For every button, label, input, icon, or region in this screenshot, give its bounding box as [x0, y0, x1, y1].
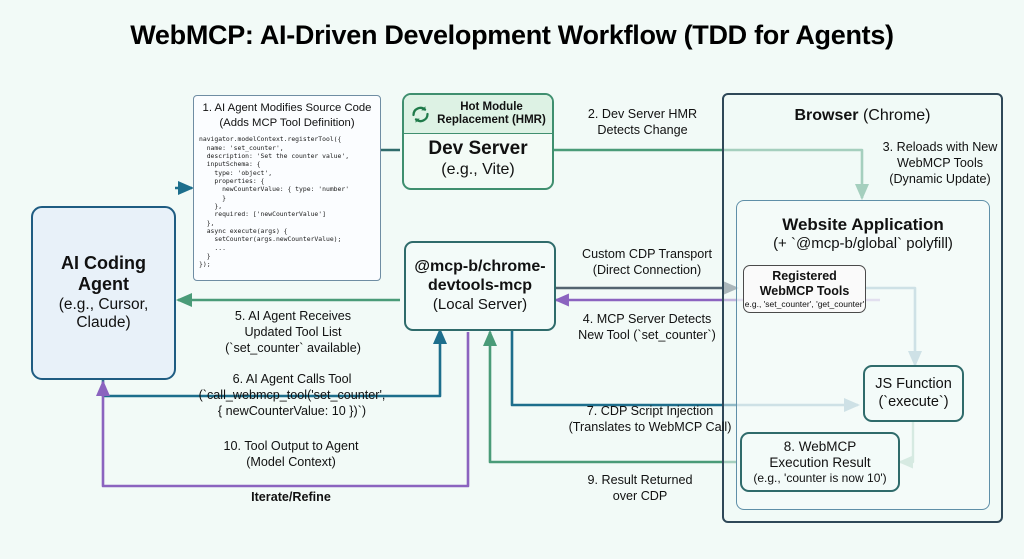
edge-cdp-line2: (Direct Connection): [592, 263, 702, 278]
edge-label-7: 7. CDP Script Injection (Translates to W…: [548, 403, 752, 435]
js-function-line2: (`execute`): [878, 393, 949, 410]
webmcp-execution-result-box: 8. WebMCP Execution Result (e.g., 'count…: [740, 432, 900, 492]
hmr-header: Hot Module Replacement (HMR): [404, 95, 552, 134]
exec-result-line1: 8. WebMCP: [783, 438, 857, 454]
edge-cdp-line1: Custom CDP Transport: [582, 247, 712, 261]
edge-label-3: 3. Reloads with New WebMCP Tools (Dynami…: [860, 139, 1020, 187]
code-card-header: 1. AI Agent Modifies Source Code (Adds M…: [194, 96, 380, 133]
edge-label-10: 10. Tool Output to Agent (Model Context): [180, 438, 402, 470]
edge-3-line1: 3. Reloads with New: [882, 140, 998, 154]
dev-server-box: Hot Module Replacement (HMR) Dev Server …: [402, 93, 554, 190]
edge-label-6: 6. AI Agent Calls Tool (`call_webmcp_too…: [176, 371, 408, 419]
dev-server-title: Dev Server: [428, 137, 528, 159]
mcp-server-line3: (Local Server): [432, 295, 528, 313]
edge-9-line2: over CDP: [612, 489, 668, 504]
code-card-heading: 1. AI Agent Modifies Source Code: [202, 102, 372, 114]
registered-webmcp-tools-box: Registered WebMCP Tools e.g., 'set_count…: [743, 265, 866, 313]
hmr-label-line2: Replacement (HMR): [437, 114, 546, 126]
agent-title-line2: Agent: [78, 274, 129, 295]
edge-label-cdp: Custom CDP Transport (Direct Connection): [556, 246, 738, 278]
dev-server-text: Dev Server (e.g., Vite): [428, 138, 527, 180]
hmr-label: Hot Module Replacement (HMR): [437, 101, 546, 127]
edge-label-9: 9. Result Returned over CDP: [560, 472, 720, 504]
edge-5-line3: (`set_counter` available): [225, 341, 361, 356]
dev-server-subtitle: (e.g., Vite): [441, 161, 515, 179]
edge-5-line2: Updated Tool List: [244, 325, 342, 340]
code-card-subheading: (Adds MCP Tool Definition): [219, 116, 355, 129]
exec-result-line2: Execution Result: [769, 454, 871, 470]
mcp-server-line1: @mcp-b/chrome-: [414, 258, 546, 276]
code-snippet: navigator.modelContext.registerTool({ na…: [199, 135, 350, 269]
agent-subtitle-line1: (e.g., Cursor,: [58, 295, 149, 313]
browser-group-title: Browser (Chrome): [724, 107, 1001, 125]
hmr-label-line1: Hot Module: [460, 100, 523, 113]
refresh-icon: [412, 105, 429, 123]
js-function-line1: JS Function: [875, 376, 952, 393]
edge-9-line1: 9. Result Returned: [587, 473, 693, 487]
exec-result-line3: (e.g., 'counter is now 10'): [753, 470, 887, 485]
agent-subtitle-line2: Claude): [76, 314, 131, 332]
edge-3-line2: WebMCP Tools: [896, 156, 984, 171]
edge-2-line1: 2. Dev Server HMR: [587, 107, 698, 121]
website-application-title: Website Application (+ `@mcp-b/global` p…: [740, 210, 986, 258]
js-function-box: JS Function (`execute`): [863, 365, 964, 422]
edge-label-2: 2. Dev Server HMR Detects Change: [560, 106, 725, 138]
agent-title-line1: AI Coding: [61, 253, 146, 274]
edge-label-5: 5. AI Agent Receives Updated Tool List (…: [192, 308, 394, 356]
edge-3-line3: (Dynamic Update): [889, 172, 991, 187]
edge-label-iterate: Iterate/Refine: [251, 490, 331, 504]
edge-7-line2: (Translates to WebMCP Call): [568, 420, 732, 435]
edge-label-4: 4. MCP Server Detects New Tool (`set_cou…: [552, 311, 742, 343]
mcp-server-box: @mcp-b/chrome- devtools-mcp (Local Serve…: [404, 241, 556, 331]
page-title: WebMCP: AI-Driven Development Workflow (…: [130, 20, 894, 50]
edge-2-line2: Detects Change: [597, 123, 688, 138]
edge-4-line2: New Tool (`set_counter`): [578, 328, 716, 343]
website-application-subheading: (+ `@mcp-b/global` polyfill): [773, 235, 953, 253]
browser-group-title-light: (Chrome): [858, 107, 931, 124]
browser-group-title-bold: Browser: [794, 107, 859, 124]
website-application-heading: Website Application: [782, 214, 944, 234]
registered-tools-line2: WebMCP Tools: [759, 283, 850, 298]
edge-5-line1: 5. AI Agent Receives: [234, 309, 352, 323]
edge-6-line1: 6. AI Agent Calls Tool: [232, 372, 352, 386]
edge-10-line1: 10. Tool Output to Agent: [223, 439, 359, 453]
edge-6-line3: { newCounterValue: 10 })`): [217, 404, 367, 419]
mcp-server-line2: devtools-mcp: [427, 277, 532, 294]
registered-tools-line1: Registered: [772, 268, 837, 283]
registered-tools-examples: e.g., 'set_counter', 'get_counter': [744, 299, 865, 310]
ai-coding-agent-box: AI Coding Agent (e.g., Cursor, Claude): [31, 206, 176, 380]
edge-7-line1: 7. CDP Script Injection: [586, 404, 714, 418]
edge-6-line2: (`call_webmcp_tool('set_counter',: [198, 388, 386, 403]
source-code-card: 1. AI Agent Modifies Source Code (Adds M…: [193, 95, 381, 281]
edge-4-line1: 4. MCP Server Detects: [582, 312, 712, 326]
edge-10-line2: (Model Context): [246, 455, 336, 470]
